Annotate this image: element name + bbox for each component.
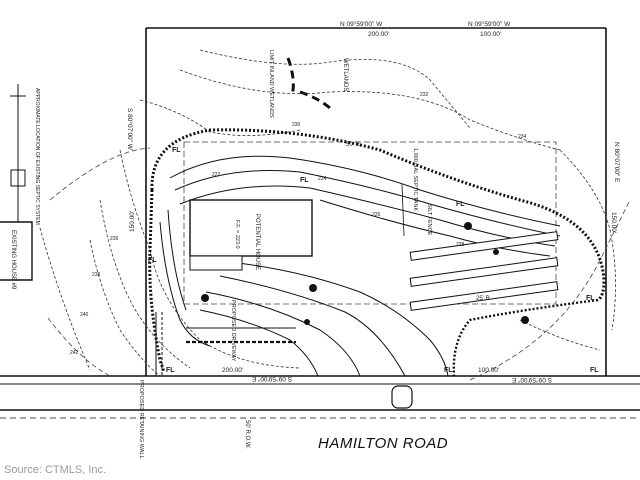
existing-septic xyxy=(10,84,26,222)
bearing-labels: N 09°59'00" W 200.00' N 09°59'00" W 100.… xyxy=(126,20,621,384)
potential-house-label: POTENTIAL HOUSE xyxy=(254,214,260,270)
bearing-bottom-left-dist: 200.00' xyxy=(222,367,243,374)
septic-tank-label: 1,000 GAL SEPTIC TANK xyxy=(412,148,418,212)
source-watermark: Source: CTMLS, Inc. xyxy=(4,464,107,476)
bearing-left-side: S 80°07'00" W xyxy=(126,108,134,151)
wetlands-label: WETLANDS xyxy=(342,58,348,91)
proposed-driveway xyxy=(155,312,296,376)
wetland-limit-line xyxy=(286,57,331,110)
elev-label: 230 xyxy=(292,122,301,128)
ff-label: F.F. = 223.0 xyxy=(234,220,240,249)
septic-leader xyxy=(401,183,405,237)
fl-mark: FL xyxy=(166,367,175,374)
limit-inland-wetlands-label: LIMIT INLAND WETLANDS xyxy=(268,50,274,118)
existing-contours xyxy=(39,49,616,377)
house-garage xyxy=(189,255,243,271)
fl-mark: FL xyxy=(148,257,157,264)
bearing-top-left: N 09°59'00" W xyxy=(340,20,383,28)
limit-of-disturbance-east xyxy=(452,298,599,377)
fl-mark: FL xyxy=(456,201,465,208)
bearing-top-left-dist: 200.00' xyxy=(368,31,389,38)
fl-mark: FL xyxy=(586,295,595,302)
bearing-left-dist: 150.00' xyxy=(129,211,136,232)
road-edges xyxy=(0,383,640,419)
bearing-top-right-dist: 100.00' xyxy=(480,31,501,38)
fl-mark: FL xyxy=(590,367,599,374)
setback-50-label: 50' R xyxy=(346,142,360,148)
septic-leaching-rows xyxy=(409,231,559,311)
test-pit-markers xyxy=(201,222,529,325)
clearing-limit xyxy=(183,141,557,305)
proposed-retaining-wall-label: PROPOSED RETAINING WALL xyxy=(138,380,144,459)
feature-labels: WETLANDS LIMIT INLAND WETLANDS POTENTIAL… xyxy=(10,50,490,459)
elev-label: 226 xyxy=(372,212,381,218)
bearing-bottom-right: S 09°59'00" E xyxy=(511,376,552,384)
bearing-right-side: N 80°07'00" E xyxy=(613,142,621,183)
bearing-bottom-left: S 09°59'00" E xyxy=(251,375,292,383)
elev-label: 222 xyxy=(212,172,221,178)
row-label: 50' R.O.W. xyxy=(244,420,250,449)
elev-label: 232 xyxy=(420,92,429,98)
road-name: HAMILTON ROAD xyxy=(318,435,448,452)
elev-label: 236 xyxy=(110,236,119,242)
proposed-contours xyxy=(159,155,561,377)
elev-label: 228 xyxy=(456,242,465,248)
existing-house-label: EXISTING HOUSE #9 xyxy=(10,230,16,290)
elev-label: 238 xyxy=(92,272,101,278)
fl-marks: FL FL FL FL FL FL FL FL xyxy=(148,147,599,374)
approx-septic-label: APPROXIMATE LOCATION OF EXISTING SEPTIC … xyxy=(34,88,40,225)
bearing-bottom-right-dist: 100.00' xyxy=(478,367,499,374)
limit-of-disturbance-south xyxy=(148,189,166,373)
elev-label: 234 xyxy=(518,134,527,140)
fl-mark: FL xyxy=(300,177,309,184)
elev-label: 242 xyxy=(70,350,79,356)
catch-basin xyxy=(391,385,413,409)
potential-house xyxy=(189,199,313,257)
setback-25-label: 25' R xyxy=(476,296,490,302)
contour-elevation-labels: 222 224 226 228 230 232 234 236 238 240 … xyxy=(70,92,527,356)
fl-mark: FL xyxy=(444,367,453,374)
elev-label: 240 xyxy=(80,312,89,318)
property-boundary xyxy=(0,27,640,377)
silt-fence-label: SILT FENCE xyxy=(426,204,432,236)
bearing-right-dist: 150.00' xyxy=(610,212,617,233)
proposed-driveway-label: PROPOSED DRIVEWAY xyxy=(230,300,236,362)
elev-label: 224 xyxy=(318,176,327,182)
setback-arcs xyxy=(47,147,631,381)
fl-mark: FL xyxy=(172,147,181,154)
existing-house xyxy=(0,221,33,281)
bearing-top-right: N 09°59'00" W xyxy=(468,20,511,28)
